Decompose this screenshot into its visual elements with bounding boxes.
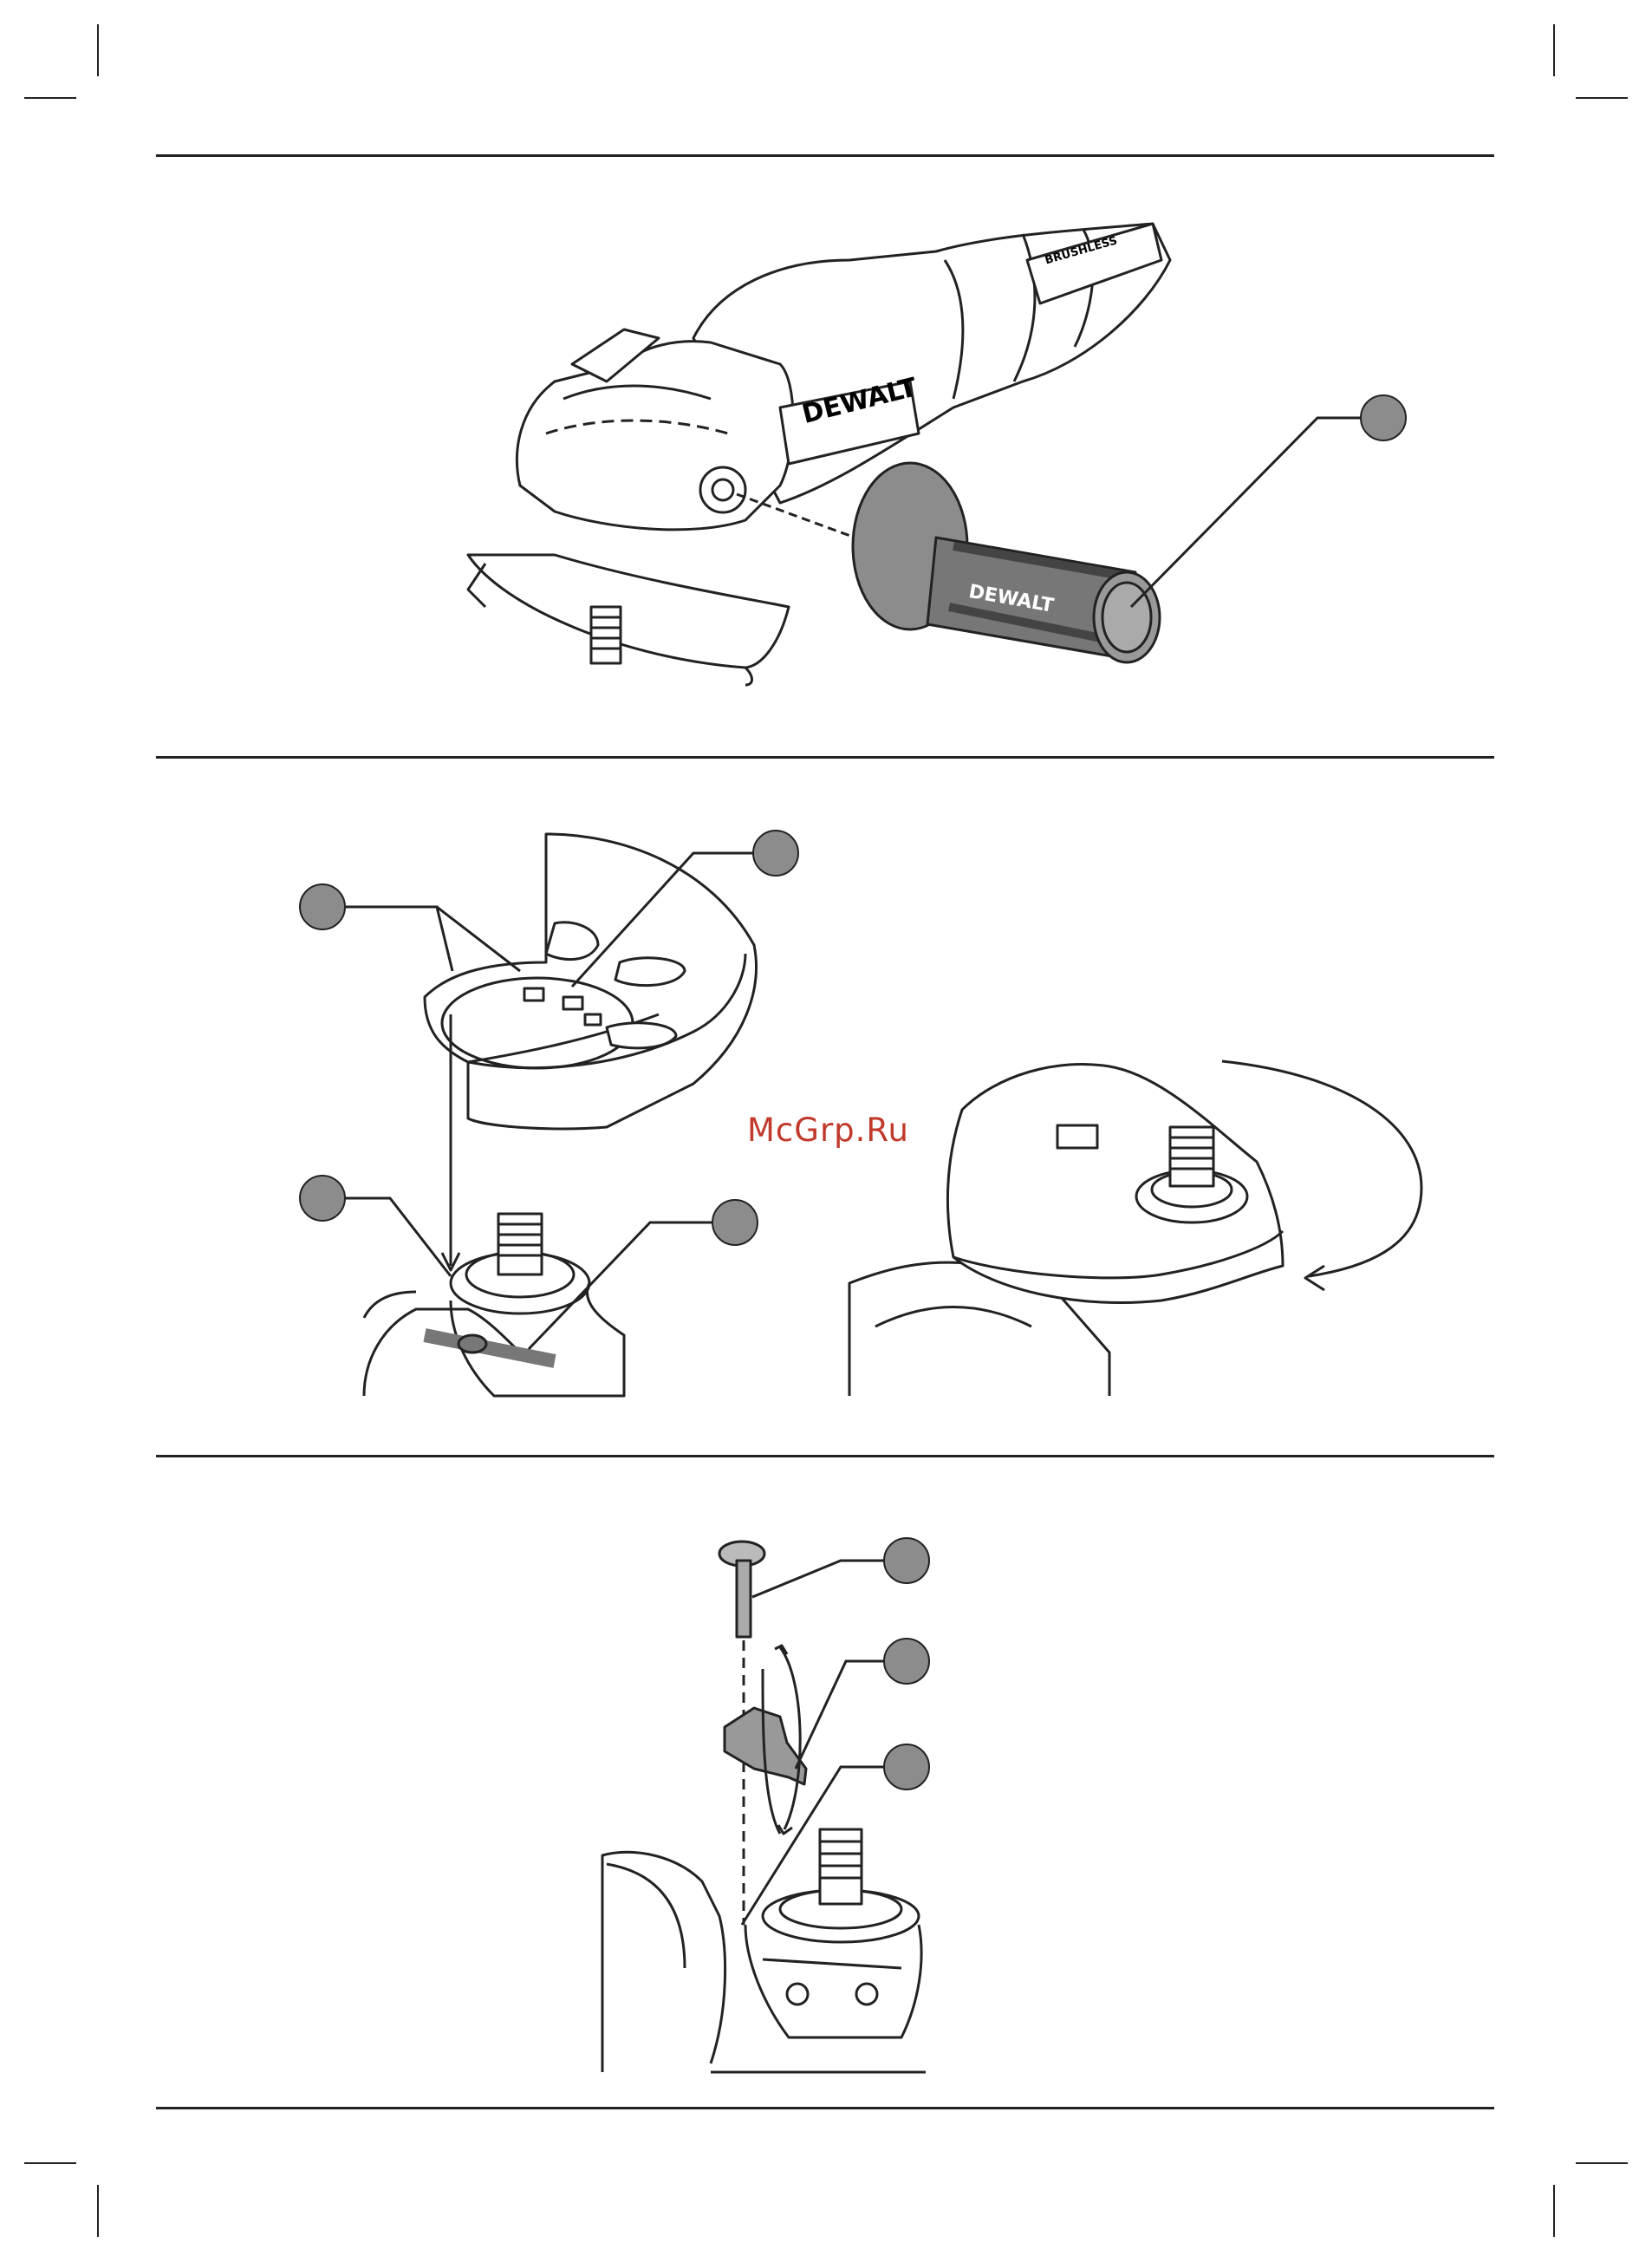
figure-guard-pin-adjustment bbox=[0, 0, 1652, 2098]
section-divider bbox=[156, 2107, 1494, 2109]
callout-marker bbox=[884, 1639, 929, 1684]
crop-mark bbox=[1553, 2185, 1555, 2237]
callout-marker bbox=[884, 1744, 929, 1789]
crop-mark bbox=[97, 2185, 99, 2237]
callout-marker bbox=[884, 1538, 929, 1583]
crop-mark bbox=[24, 2162, 76, 2164]
crop-mark bbox=[1576, 2162, 1628, 2164]
